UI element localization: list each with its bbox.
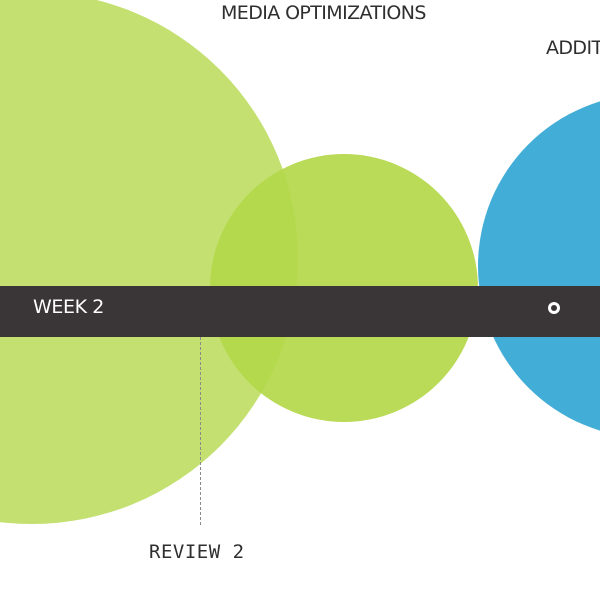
ring-marker-center-icon: [551, 305, 557, 311]
review-connector-line: [200, 337, 201, 525]
timeline-bar: [0, 286, 600, 337]
additional-label: ADDIT: [546, 37, 600, 59]
blue-circle: [478, 94, 600, 438]
media-optimizations-label: MEDIA OPTIMIZATIONS: [221, 2, 426, 24]
review-label: REVIEW 2: [149, 541, 245, 563]
week-label: WEEK 2: [33, 296, 104, 318]
